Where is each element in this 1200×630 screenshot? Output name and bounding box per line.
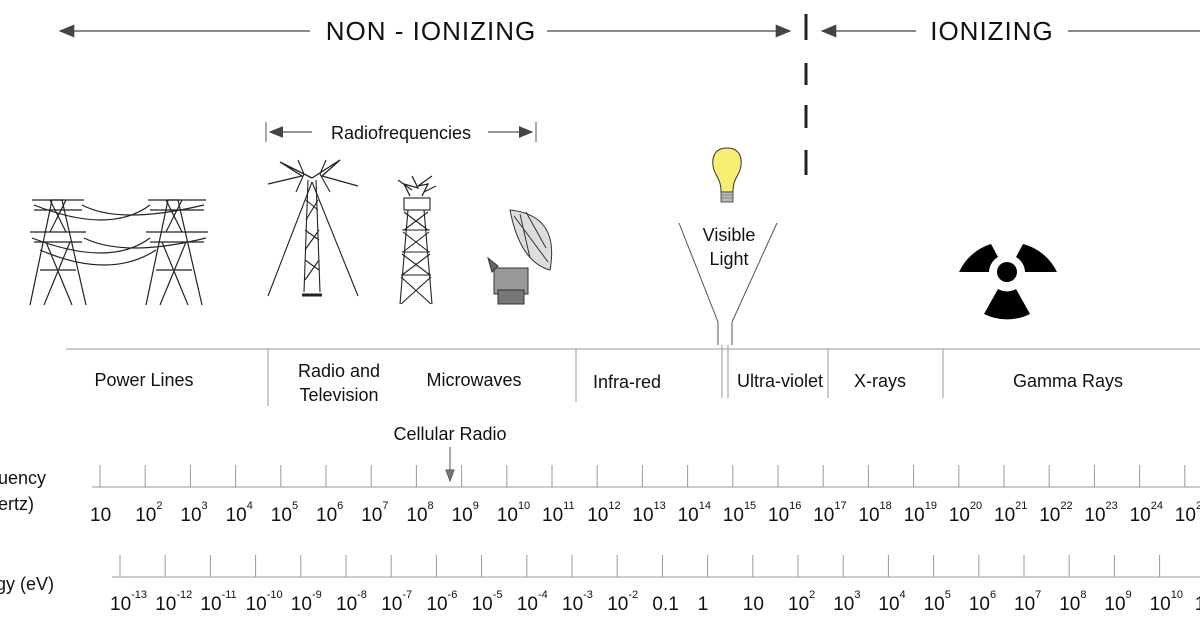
tick-label: 1022 xyxy=(1039,500,1072,526)
tick-label: 1014 xyxy=(678,500,711,526)
tick-label: 108 xyxy=(406,500,433,526)
band-gamma-rays: Gamma Rays xyxy=(1013,371,1123,391)
tick-label: 10 xyxy=(743,594,764,615)
tick-label: 1025 xyxy=(1175,500,1200,526)
tick-label: 10-5 xyxy=(472,589,503,615)
tick-label: 1024 xyxy=(1130,500,1163,526)
tick-label: 10 xyxy=(90,505,111,526)
ionizing-header: IONIZING xyxy=(820,16,1200,46)
visible-light-funnel xyxy=(678,222,778,398)
tick-label: 10-7 xyxy=(381,589,412,615)
tick-label: 1020 xyxy=(949,500,982,526)
non-ionizing-label: NON - IONIZING xyxy=(326,16,536,46)
tick-label: 1012 xyxy=(587,500,620,526)
band-dividers xyxy=(66,348,1200,406)
tick-label: 1010 xyxy=(497,500,530,526)
microwave-tower-icon xyxy=(397,175,437,305)
light-bulb-icon xyxy=(712,147,742,203)
tick-label: 102 xyxy=(788,589,815,615)
tick-label: 102 xyxy=(135,500,162,526)
tick-label: 1023 xyxy=(1084,500,1117,526)
tick-label: 10-11 xyxy=(200,589,236,615)
band-ultra-violet: Ultra-violet xyxy=(737,371,823,391)
tick-label: 1013 xyxy=(632,500,665,526)
tick-label: 107 xyxy=(1014,589,1041,615)
frequency-axis-label-line1: uency xyxy=(0,468,46,488)
tick-label: 1015 xyxy=(723,500,756,526)
energy-axis: 10-13 10-12 10-11 10-10 10-9 10-8 10-7 10-6 10-5… xyxy=(110,555,1200,615)
tick-label: 10-6 xyxy=(426,589,457,615)
band-microwaves: Microwaves xyxy=(426,370,521,390)
visible-light-label-line1: Visible xyxy=(703,225,756,245)
tick-label: 1019 xyxy=(904,500,937,526)
tick-label: 106 xyxy=(316,500,343,526)
tick-label: 1017 xyxy=(813,500,846,526)
tick-label: 1010 xyxy=(1150,589,1183,615)
tick-label: 10-8 xyxy=(336,589,367,615)
frequency-axis-label-line2: ertz) xyxy=(0,494,34,514)
band-infra-red: Infra-red xyxy=(593,372,661,392)
ionizing-label: IONIZING xyxy=(930,16,1054,46)
band-x-rays: X-rays xyxy=(854,371,906,391)
power-line-towers-icon xyxy=(29,199,208,306)
tick-label: 10-10 xyxy=(246,589,283,615)
tick-label: 10-4 xyxy=(517,589,548,615)
tick-label: 1 xyxy=(698,594,709,615)
radiofrequencies-bracket: Radiofrequencies xyxy=(265,122,537,143)
tick-label: 107 xyxy=(361,500,388,526)
visible-light-label-line2: Light xyxy=(709,249,748,269)
tick-label: 1 xyxy=(1195,594,1200,615)
tick-label: 105 xyxy=(271,500,298,526)
tick-label: 108 xyxy=(1059,589,1086,615)
energy-axis-label: gy (eV) xyxy=(0,574,54,594)
tick-label: 109 xyxy=(452,500,479,526)
band-radio-tv-line2: Television xyxy=(299,385,378,405)
tick-label: 1021 xyxy=(994,500,1027,526)
tick-label: 105 xyxy=(924,589,951,615)
non-ionizing-header: NON - IONIZING xyxy=(58,16,792,46)
tick-label: 104 xyxy=(878,589,905,615)
tick-label: 109 xyxy=(1104,589,1131,615)
radio-tower-icon xyxy=(267,159,359,297)
cellular-radio-label: Cellular Radio xyxy=(393,424,506,444)
tick-label: 10-2 xyxy=(607,589,638,615)
tick-label: 10-13 xyxy=(110,589,147,615)
tick-label: 10-9 xyxy=(291,589,322,615)
radiation-trefoil-icon xyxy=(959,244,1057,320)
tick-label: 103 xyxy=(833,589,860,615)
cellular-radio-arrow xyxy=(445,447,455,483)
tick-label: 103 xyxy=(180,500,207,526)
tick-label: 1018 xyxy=(858,500,891,526)
tick-label: 106 xyxy=(969,589,996,615)
tick-label: 0.1 xyxy=(652,594,678,615)
tick-label: 1016 xyxy=(768,500,801,526)
satellite-dish-icon xyxy=(487,209,553,305)
tick-label: 10-3 xyxy=(562,589,593,615)
band-radio-tv-line1: Radio and xyxy=(298,361,380,381)
tick-label: 1011 xyxy=(542,500,575,526)
tick-label: 10-12 xyxy=(155,589,192,615)
frequency-axis: 10 102 103 104 105 106 107 108 109 1010 1011 1012 10… xyxy=(90,465,1200,526)
band-power-lines: Power Lines xyxy=(94,370,193,390)
tick-label: 104 xyxy=(226,500,253,526)
radiofrequencies-label: Radiofrequencies xyxy=(331,123,471,143)
